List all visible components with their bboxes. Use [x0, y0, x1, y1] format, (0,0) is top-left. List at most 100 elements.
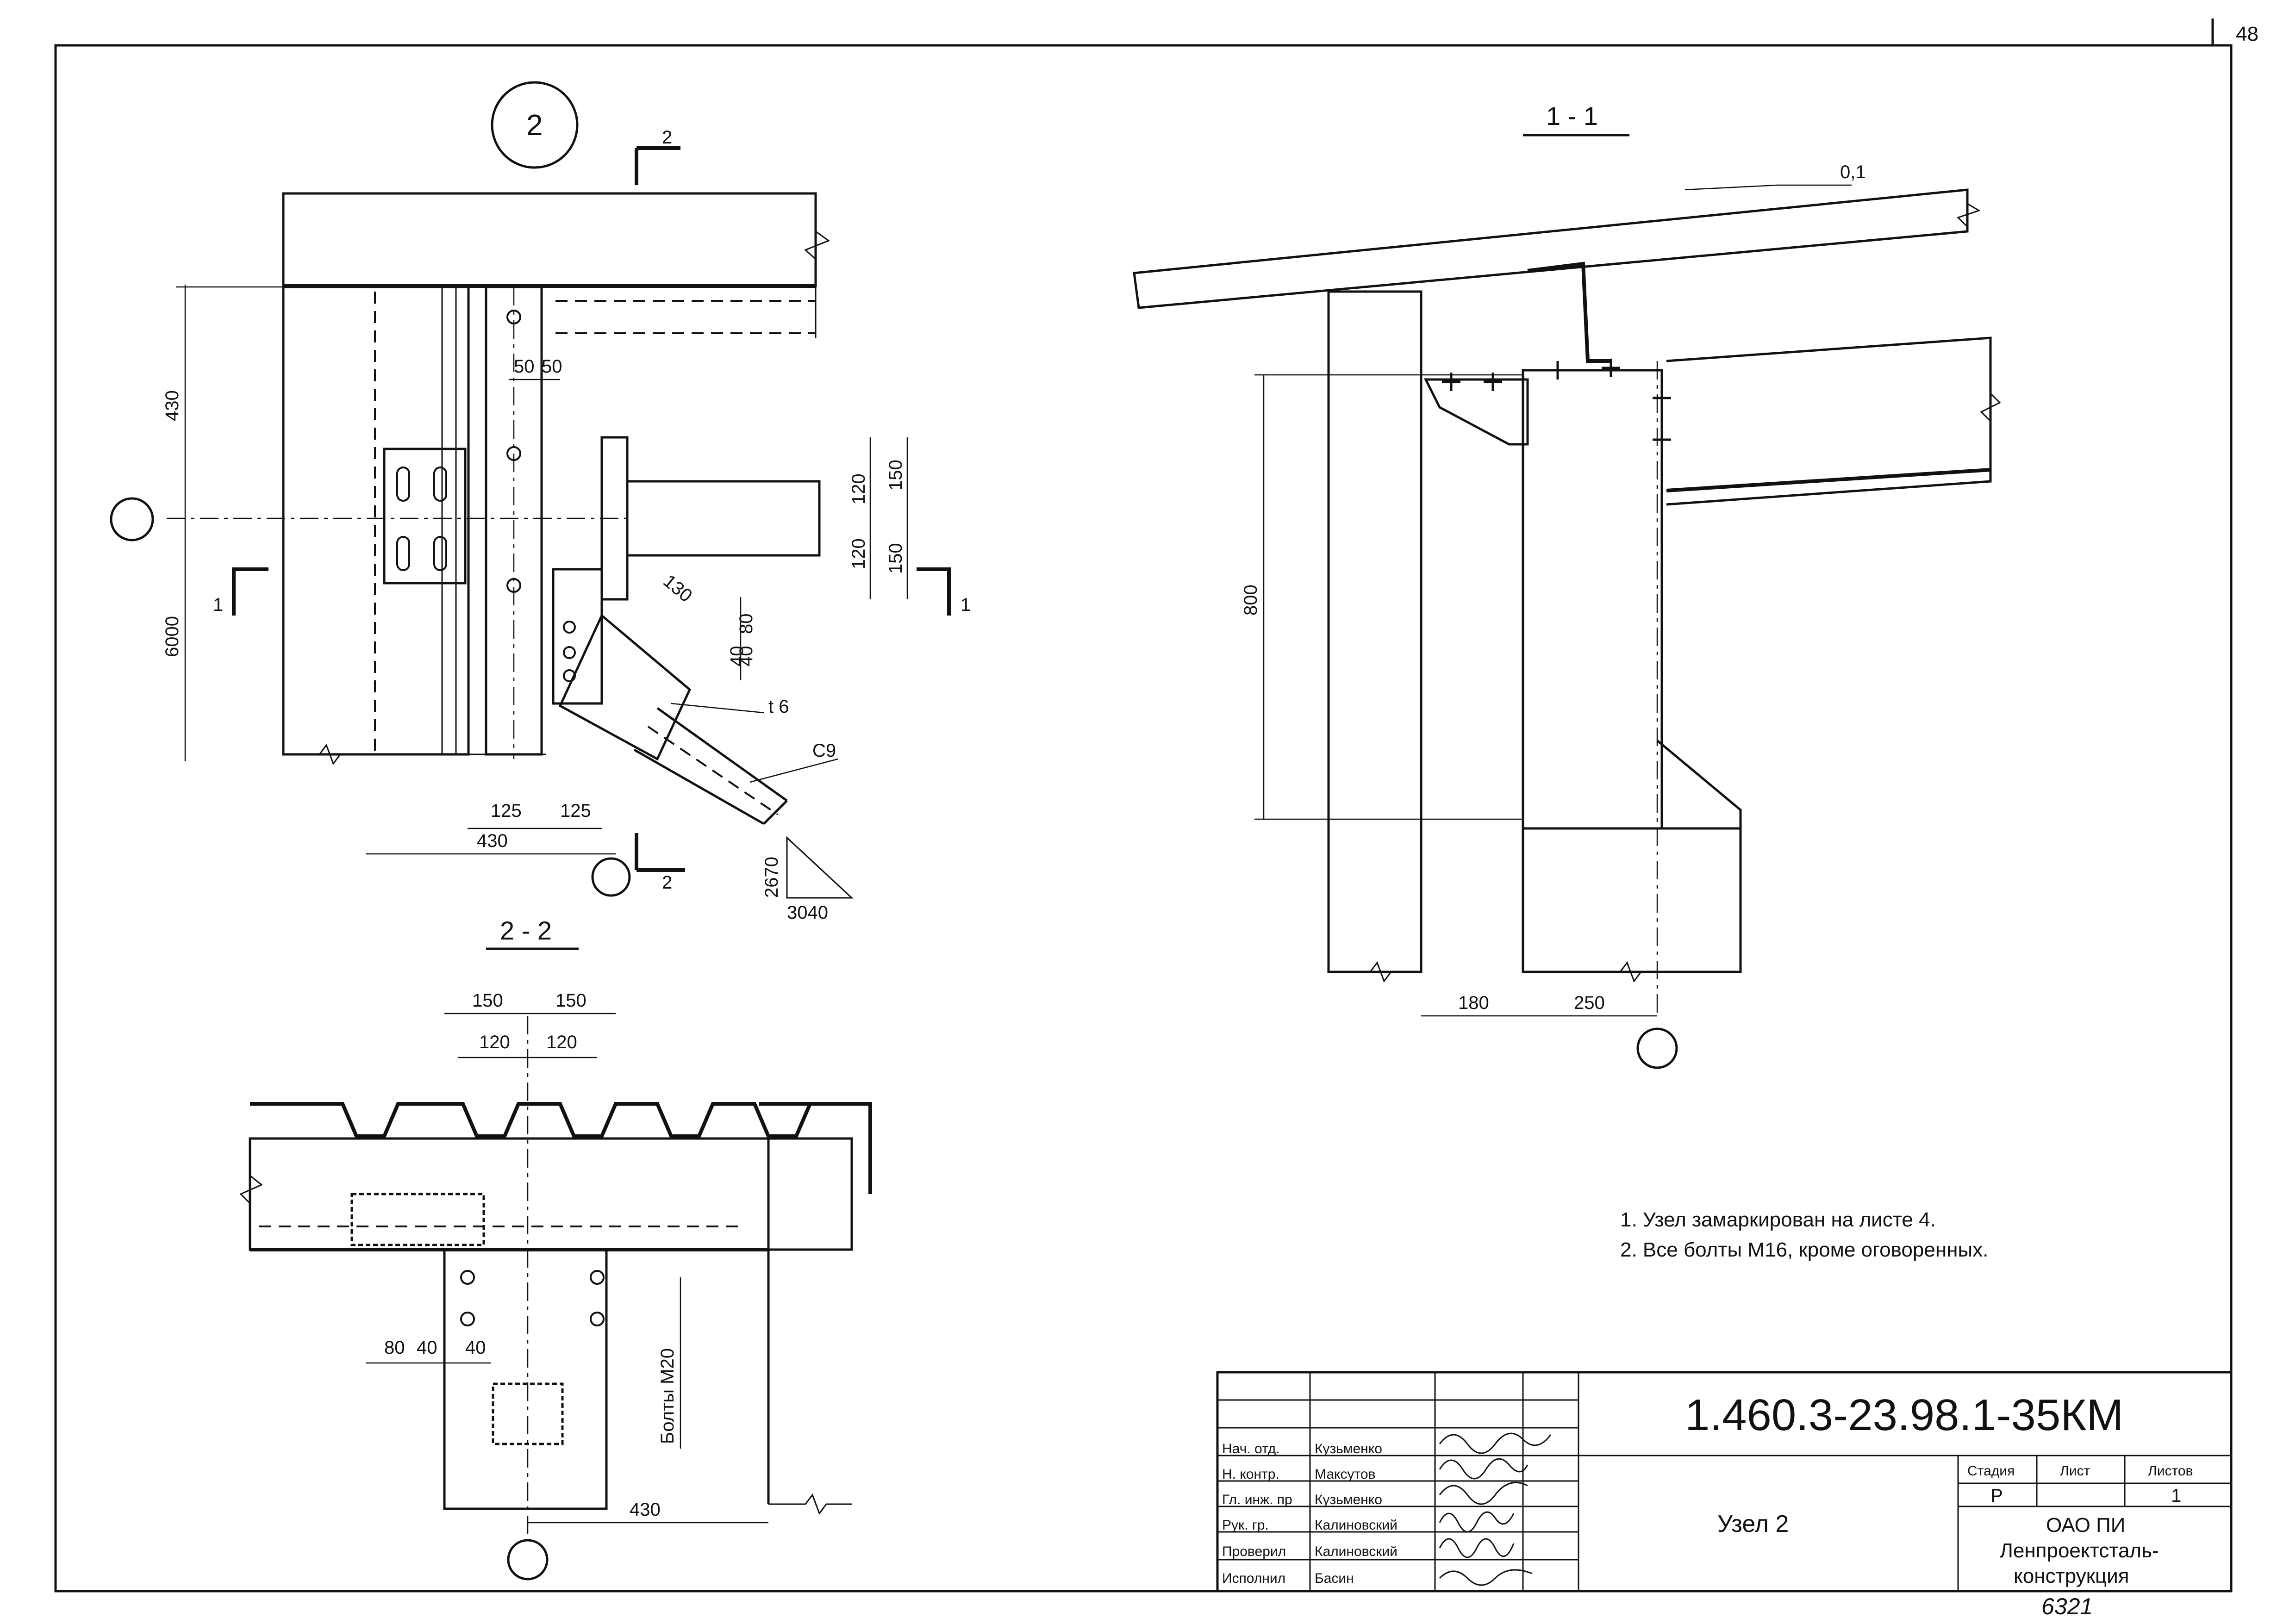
- bolt: [590, 1270, 605, 1285]
- sig-role-1: Нач. отд.: [1222, 1441, 1280, 1456]
- top-beam: [282, 192, 817, 287]
- dim-125a: 125: [491, 801, 522, 821]
- sig-role-5: Проверил: [1222, 1544, 1286, 1559]
- sig-name-2: Максутов: [1315, 1467, 1376, 1482]
- dim-250: 250: [1574, 993, 1605, 1013]
- sheet-name: Узел 2: [1717, 1511, 1789, 1537]
- sig-name-3: Кузьменко: [1315, 1492, 1382, 1507]
- axis-circle-section-1: [1636, 1027, 1678, 1069]
- bolt: [1653, 389, 1671, 407]
- page-number: 48: [2236, 23, 2259, 45]
- signature-scribble: [1439, 1538, 1515, 1558]
- slot-1: [396, 467, 410, 502]
- notes: 1. Узел замаркирован на листе 4. 2. Все …: [1620, 1208, 1988, 1261]
- signature-scribble: [1439, 1511, 1515, 1533]
- section-beam: [249, 1137, 853, 1251]
- bolt: [1484, 373, 1502, 391]
- sig-name-6: Басин: [1315, 1571, 1354, 1586]
- note-1: 1. Узел замаркирован на листе 4.: [1620, 1208, 1936, 1231]
- break-line-left-column: [1329, 961, 1421, 983]
- cut-1-left-mark: [232, 567, 268, 616]
- dim-150b: 150: [555, 990, 586, 1011]
- dim-6000: 6000: [162, 616, 182, 657]
- sig-role-4: Рук. гр.: [1222, 1518, 1269, 1533]
- slot-3: [396, 536, 410, 571]
- dim-150a: 150: [886, 460, 906, 491]
- slope-triangle: [786, 836, 854, 899]
- section-1-1-title: 1 - 1: [1546, 101, 1598, 131]
- dim-150b: 150: [886, 543, 906, 574]
- section-2-2-title: 2 - 2: [500, 916, 552, 945]
- plate-label: t 6: [768, 697, 789, 717]
- dim-40a: 40: [727, 646, 747, 667]
- axis-circle-section-2: [507, 1539, 549, 1580]
- channel-label: C9: [812, 740, 836, 761]
- bolt: [506, 578, 521, 593]
- dim-50a: 50: [514, 356, 535, 377]
- bolt: [1653, 430, 1671, 449]
- org-line-3: конструкция: [2014, 1565, 2129, 1587]
- bolt: [1442, 373, 1460, 391]
- break-line-right: [768, 1493, 852, 1515]
- leader-t6: [671, 703, 764, 714]
- archive-number: 6321: [2041, 1593, 2093, 1619]
- dim-125b: 125: [560, 801, 591, 821]
- bolt: [460, 1270, 475, 1285]
- slope-dim-b: 3040: [787, 902, 828, 923]
- bolt: [506, 310, 521, 324]
- dim-50b: 50: [542, 356, 562, 377]
- bolt: [1548, 361, 1567, 380]
- dim-40b: 40: [736, 646, 756, 667]
- signature-scribble: [1439, 1481, 1528, 1505]
- channel-c9: [633, 707, 788, 825]
- cut-2-top-label: 2: [662, 127, 672, 148]
- title-block: Нач. отд. Кузьменко Н. контр. Максутов Г…: [1216, 1371, 2233, 1619]
- right-column: [767, 1139, 853, 1504]
- dim-430-horizontal: 430: [477, 831, 508, 851]
- splice-plate: [350, 1193, 485, 1246]
- bolt-group: [1442, 359, 1671, 449]
- bolt: [563, 646, 576, 659]
- break-line-left: [239, 1139, 263, 1250]
- bolt: [460, 1312, 475, 1326]
- break-line-right-beam: [1980, 338, 2001, 481]
- section-1-1: 1 - 1 0,1: [1133, 101, 2001, 1069]
- bolt: [506, 446, 521, 461]
- left-column: [1327, 290, 1423, 973]
- purlin: [627, 480, 821, 557]
- break-line-bottom: [283, 743, 546, 765]
- cut-2-top-mark: [635, 146, 680, 185]
- dim-150a: 150: [472, 990, 503, 1011]
- sig-role-3: Гл. инж. пр: [1222, 1492, 1292, 1507]
- signature-scribble: [1439, 1432, 1552, 1454]
- bolt: [1602, 359, 1620, 377]
- bolts-label: Болты М20: [657, 1348, 678, 1444]
- org-line-2: Ленпроектсталь-: [2000, 1539, 2159, 1562]
- gusset-plate: [552, 568, 603, 705]
- slotted-plate: [383, 448, 467, 585]
- sheet-label: Лист: [2060, 1463, 2090, 1479]
- sheet-frame: [54, 44, 2233, 1593]
- sig-role-6: Исполнил: [1222, 1571, 1285, 1586]
- bolt: [590, 1312, 605, 1326]
- stage-label: Стадия: [1967, 1463, 2015, 1479]
- node-plan-view: 2 2: [110, 81, 971, 923]
- corrugated-deck: [250, 1102, 870, 1138]
- z-purlin: [1527, 261, 1611, 363]
- dim-40b: 40: [465, 1338, 486, 1358]
- note-2: 2. Все болты М16, кроме оговоренных.: [1620, 1238, 1988, 1261]
- column-segment: [443, 1248, 608, 1510]
- stage-value: Р: [1990, 1486, 2003, 1506]
- break-line-lower: [1523, 961, 1741, 983]
- dim-120a: 120: [479, 1032, 510, 1052]
- channel-c9-dashed: [647, 726, 779, 815]
- node-marker-label: 2: [526, 108, 543, 142]
- lower-stiffener: [1656, 740, 1742, 828]
- roof-panel: [1133, 188, 1969, 309]
- dim-80: 80: [736, 614, 756, 635]
- node-marker-circle: [491, 81, 579, 169]
- break-line-top: [804, 194, 830, 338]
- sig-name-5: Калиновский: [1315, 1544, 1398, 1559]
- dim-430-vertical: 430: [162, 390, 182, 421]
- cut-1-right-label: 1: [961, 595, 971, 615]
